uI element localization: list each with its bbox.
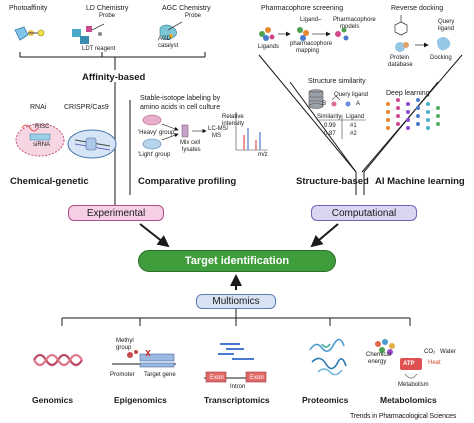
ligand-mapping-1: Ligand–: [300, 17, 322, 23]
reverse-docking-label: Reverse docking: [391, 5, 444, 12]
pharmacophore-icons: [259, 27, 349, 41]
probe-agc-label: Probe: [185, 13, 202, 19]
transcriptomics-title: Transcriptomics: [204, 395, 270, 405]
photoaffinity-icon: [14, 26, 45, 41]
rnai-icon: [15, 123, 65, 157]
comparative-profiling-title: Comparative profiling: [138, 176, 237, 187]
ligand-row-1: #1: [350, 123, 357, 129]
deep-learning-label: Deep learning: [386, 90, 430, 97]
ligand-mapping-2: pharmacophore: [290, 41, 333, 47]
crispr-label: CRISPR/Cas9: [64, 104, 109, 111]
transcript-icon: [204, 343, 267, 383]
mix-lysates-1: Mix cell: [180, 140, 201, 146]
similarity-row-1: 0.99: [324, 123, 336, 129]
methyl-group-1: Methyl: [116, 338, 134, 344]
probe-ld-label: Probe: [99, 13, 116, 19]
ligand-row-2: #2: [350, 131, 357, 137]
similarity-row-2: 0.87: [324, 131, 336, 137]
target-identification-pill: Target identification: [138, 250, 336, 272]
lcms-1: LC-MS/: [208, 126, 229, 132]
database-icon: [308, 89, 351, 109]
reverse-docking-icons: [394, 15, 451, 52]
query-ligand-1: Query: [438, 19, 455, 25]
pharmacophore-models-1: Pharmacophore: [333, 17, 376, 23]
experimental-lines: [114, 82, 131, 205]
agc-chemistry-icon: [159, 21, 183, 40]
ld-chemistry-label: LD Chemistry: [86, 5, 129, 12]
dna-icon: [33, 353, 83, 367]
ligands-label: Ligands: [258, 44, 280, 50]
pharmacophore-models-2: models: [340, 24, 360, 30]
crispr-icon: [67, 129, 117, 159]
heat-label: Heat: [428, 360, 441, 366]
footer-source: Trends in Pharmacological Sciences: [350, 413, 457, 420]
co2-label: CO₂: [424, 349, 436, 355]
docking-label: Docking: [430, 55, 452, 61]
ld-chemistry-icon: [72, 23, 105, 44]
agc-chemistry-label: AGC Chemistry: [162, 5, 211, 12]
intensity-label: intensity: [222, 121, 245, 127]
structure-similarity-title: Structure similarity: [308, 78, 366, 85]
silac-icon: [142, 112, 268, 151]
chemical-genetic-title: Chemical-genetic: [10, 176, 89, 187]
affinity-bracket: [19, 52, 206, 70]
computational-funnel: [258, 54, 463, 195]
similarity-table-lines: [318, 115, 366, 139]
mol-b-label: B: [322, 101, 327, 107]
chemical-energy-1: Chemical: [366, 352, 392, 358]
chemical-energy-2: energy: [368, 359, 387, 365]
exon-2-label: Exon: [250, 375, 264, 381]
computational-pill: Computational: [311, 205, 417, 221]
ligand-header: Ligand: [346, 114, 365, 120]
structure-based-title: Structure-based: [296, 176, 369, 187]
promoter-label: Promoter: [110, 372, 135, 378]
protein-icon: [309, 338, 347, 376]
metabolism-icon: [375, 339, 422, 379]
protein-database-1: Protein: [390, 55, 410, 61]
atp-label: ATP: [403, 361, 415, 367]
ldt-reagent-label: LDT reagent: [82, 46, 116, 52]
multiomics-pill: Multiomics: [196, 294, 276, 309]
metabolism-label: Metabolism: [398, 382, 429, 388]
light-group-label: 'Light' group: [138, 152, 171, 158]
proteomics-title: Proteomics: [302, 395, 349, 405]
affinity-based-title: Affinity-based: [82, 72, 146, 83]
omics-bracket: [61, 309, 411, 326]
rnai-label: RNAi: [30, 104, 47, 111]
sirna-label: siRNA: [33, 142, 51, 148]
protein-database-2: database: [388, 62, 413, 68]
ai-ml-title: AI Machine learning: [375, 176, 465, 187]
mix-lysates-2: lysates: [182, 147, 201, 153]
ligand-mapping-3: mapping: [296, 48, 320, 54]
intron-label: Intron: [230, 384, 246, 390]
query-ligand-label: Query ligand: [334, 92, 369, 98]
mol-a-label: A: [356, 101, 361, 107]
silac-desc-2: amino acids in cell culture: [140, 104, 221, 111]
genomics-title: Genomics: [32, 395, 74, 405]
water-label: Water: [440, 349, 456, 355]
photoaffinity-label: Photoaffinity: [9, 5, 48, 12]
agd-label: AGD: [158, 36, 172, 42]
pharmacophore-screening-label: Pharmacophore screening: [261, 5, 344, 12]
catalyst-label: catalyst: [158, 43, 179, 49]
mz-label: m/z: [258, 152, 268, 158]
target-gene-label: Target gene: [144, 372, 176, 378]
target-arrows: [139, 223, 339, 290]
exon-1-label: Exon: [210, 375, 224, 381]
risc-label: RISC: [35, 124, 50, 130]
experimental-pill: Experimental: [68, 205, 164, 221]
query-ligand-2: ligand: [438, 26, 455, 32]
epigenome-icon: [112, 349, 176, 368]
silac-desc-1: Stable-isotope labeling by: [140, 95, 221, 102]
neural-network-icon: [386, 98, 440, 130]
lcms-2: MS: [212, 133, 221, 139]
relative-label: Relative: [222, 114, 244, 120]
heavy-group-label: 'Heavy' group: [138, 130, 175, 136]
metabolomics-title: Metabolomics: [380, 395, 437, 405]
similarity-header: Similarity: [317, 114, 342, 120]
methyl-group-2: group: [116, 345, 132, 351]
epigenomics-title: Epigenomics: [114, 395, 167, 405]
